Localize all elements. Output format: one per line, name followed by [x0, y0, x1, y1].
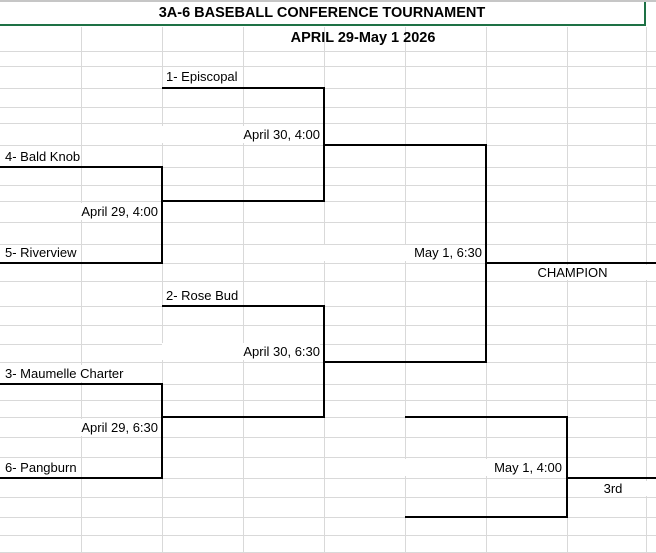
- gridline-row: [0, 51, 656, 52]
- team-seed3-maumelle-charter: 3- Maumelle Charter: [5, 365, 124, 382]
- gridline-row: [0, 185, 656, 186]
- bracket-line-horizontal: [567, 477, 656, 479]
- gridline-row: [0, 535, 656, 536]
- gridline-row: [0, 497, 656, 498]
- bracket-line-horizontal: [162, 87, 324, 89]
- gridline-row: [0, 306, 656, 307]
- bracket-line-horizontal: [405, 516, 567, 518]
- bracket-line-horizontal: [324, 144, 486, 146]
- bracket-line-horizontal: [0, 262, 162, 264]
- gridline-row: [0, 457, 656, 458]
- bracket-line-vertical: [161, 166, 163, 264]
- team-seed4-bald-knob: 4- Bald Knob: [5, 148, 81, 165]
- game-time-final: May 1, 6:30: [324, 245, 482, 261]
- bracket-line-horizontal: [324, 361, 486, 363]
- gridline-column: [324, 27, 325, 553]
- game-time-semifinal2: April 30, 6:30: [162, 343, 320, 360]
- bracket-line-vertical: [323, 87, 325, 202]
- gridline-row: [0, 66, 656, 67]
- gridline-row: [0, 478, 656, 479]
- bracket-line-horizontal: [0, 166, 162, 168]
- gridline-row: [0, 281, 656, 282]
- tournament-title: 3A-6 BASEBALL CONFERENCE TOURNAMENT: [0, 2, 646, 26]
- champion-label: CHAMPION: [489, 265, 656, 280]
- gridline-row: [0, 400, 656, 401]
- tournament-dates: APRIL 29-May 1 2026: [290, 30, 436, 46]
- sheet-top-edge: [0, 0, 656, 2]
- team-seed5-riverview: 5- Riverview: [5, 245, 77, 261]
- gridline-row: [0, 201, 656, 202]
- gridline-column: [567, 27, 568, 553]
- gridline-row: [0, 517, 656, 518]
- bracket-line-horizontal: [486, 262, 656, 264]
- gridline-row: [0, 263, 656, 264]
- team-seed2-rose-bud: 2- Rose Bud: [166, 287, 239, 304]
- team-seed6-pangburn: 6- Pangburn: [5, 459, 77, 476]
- bracket-line-vertical: [566, 416, 568, 518]
- gridline-row: [0, 325, 656, 326]
- gridline-row: [0, 344, 656, 345]
- game-time-round1-game1: April 29, 4:00: [0, 203, 158, 220]
- bracket-line-vertical: [323, 305, 325, 418]
- gridline-column: [405, 27, 406, 553]
- bracket-line-horizontal: [162, 200, 324, 202]
- bracket-line-horizontal: [0, 383, 162, 385]
- bracket-line-horizontal: [0, 477, 162, 479]
- gridline-row: [0, 417, 656, 418]
- third-place-label: 3rd: [570, 481, 656, 496]
- team-seed1-episcopal: 1- Episcopal: [166, 68, 238, 86]
- bracket-line-horizontal: [405, 416, 567, 418]
- bracket-line-horizontal: [162, 305, 324, 307]
- gridline-row: [0, 88, 656, 89]
- gridline-row: [0, 437, 656, 438]
- gridline-row: [0, 384, 656, 385]
- game-time-third-place: May 1, 4:00: [405, 459, 562, 476]
- bracket-line-vertical: [161, 383, 163, 479]
- gridline-row: [0, 222, 656, 223]
- game-time-semifinal1: April 30, 4:00: [162, 126, 320, 143]
- gridline-column: [162, 27, 163, 553]
- gridline-row: [0, 107, 656, 108]
- gridline-column: [81, 27, 82, 553]
- gridline-row: [0, 123, 656, 124]
- gridline-column: [646, 27, 647, 553]
- gridline-column: [243, 27, 244, 553]
- bracket-line-horizontal: [162, 416, 324, 418]
- game-time-round1-game2: April 29, 6:30: [0, 419, 158, 436]
- gridline-row: [0, 244, 656, 245]
- gridline-row: [0, 167, 656, 168]
- bracket-line-vertical: [485, 144, 487, 363]
